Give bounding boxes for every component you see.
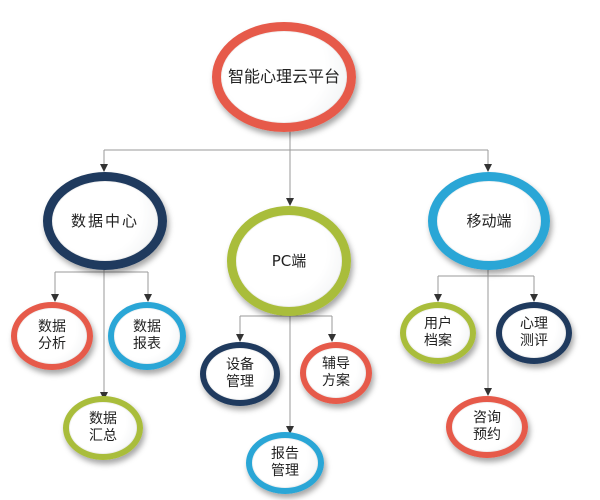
node-data-summary: 数据 汇总 — [63, 396, 143, 460]
node-data-center-label: 数据中心 — [70, 211, 139, 230]
node-aux-plan: 辅导 方案 — [300, 342, 372, 404]
node-report-mgmt-line2: 管理 — [271, 463, 299, 479]
node-root-label: 智能心理云平台 — [227, 67, 340, 86]
node-root: 智能心理云平台 — [212, 22, 356, 132]
node-mobile-label: 移动端 — [466, 211, 512, 230]
node-device-mgmt-line1: 设备 — [226, 356, 254, 373]
node-report-mgmt: 报告 管理 — [246, 432, 324, 494]
node-data-analysis-line1: 数据 — [38, 318, 66, 335]
node-aux-plan-line2: 方案 — [322, 373, 350, 389]
node-mobile: 移动端 — [428, 172, 550, 270]
node-user-records: 用户 档案 — [400, 302, 476, 364]
node-psych-test-line1: 心理 — [520, 315, 548, 332]
node-data-report-line1: 数据 — [133, 318, 161, 335]
node-data-analysis: 数据 分析 — [11, 302, 93, 370]
node-data-report-line2: 报表 — [133, 336, 161, 352]
node-user-records-line2: 档案 — [424, 333, 452, 349]
node-pc: PC端 — [227, 206, 351, 316]
node-data-analysis-line2: 分析 — [38, 336, 66, 352]
node-data-summary-line1: 数据 — [89, 410, 117, 427]
node-data-summary-line2: 汇总 — [89, 428, 117, 444]
node-consult-booking: 咨询 预约 — [446, 396, 528, 458]
node-user-records-line1: 用户 — [424, 315, 452, 332]
node-device-mgmt: 设备 管理 — [200, 342, 280, 406]
node-aux-plan-line1: 辅导 — [322, 355, 350, 372]
node-consult-booking-line2: 预约 — [473, 427, 501, 443]
node-consult-booking-line1: 咨询 — [473, 409, 501, 426]
node-data-report: 数据 报表 — [108, 302, 186, 370]
node-pc-label: PC端 — [271, 251, 307, 270]
node-report-mgmt-line1: 报告 — [271, 445, 299, 462]
node-psych-test-line2: 测评 — [520, 333, 548, 349]
node-psych-test: 心理 测评 — [496, 302, 572, 364]
node-device-mgmt-line2: 管理 — [226, 374, 254, 390]
node-data-center: 数据中心 — [43, 172, 167, 270]
